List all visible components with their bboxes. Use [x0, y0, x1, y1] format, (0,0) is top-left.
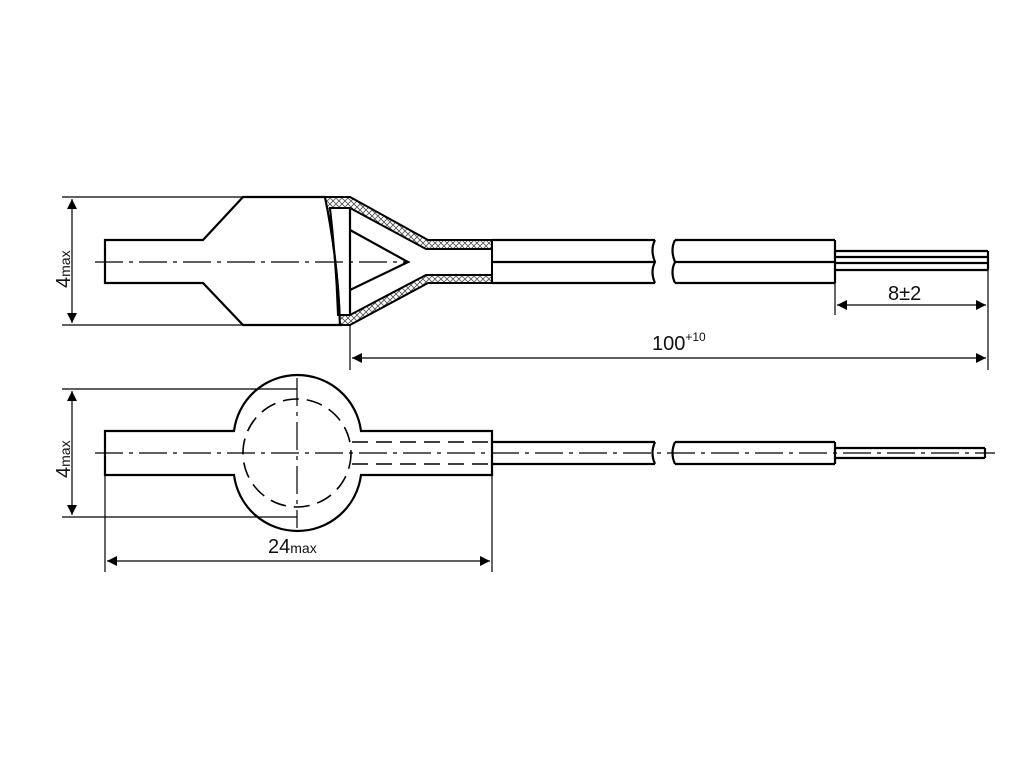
- extension-lines: [62, 196, 989, 370]
- bottom-view: 4max 24max: [53, 373, 995, 572]
- height-dimension-label: 4max: [53, 250, 75, 288]
- strip-dimension-label: 8±2: [888, 283, 921, 305]
- sensor-body-outline: [103, 195, 342, 327]
- height-dimension-label: 4max: [53, 440, 75, 478]
- stripped-wire-ends: [835, 249, 990, 272]
- lead-wires: [492, 238, 837, 285]
- length-dimension-label: 100+10: [652, 330, 706, 355]
- junction-triangle: [349, 229, 411, 291]
- body-length-dimension-label: 24max: [268, 536, 317, 558]
- wire-break-left: [651, 441, 657, 465]
- wire-break-right: [671, 239, 677, 284]
- top-view: 4max 8±2 100+10: [53, 195, 990, 370]
- lead-wires: [492, 440, 837, 466]
- wire-break-left: [651, 239, 657, 284]
- extension-lines: [62, 388, 493, 572]
